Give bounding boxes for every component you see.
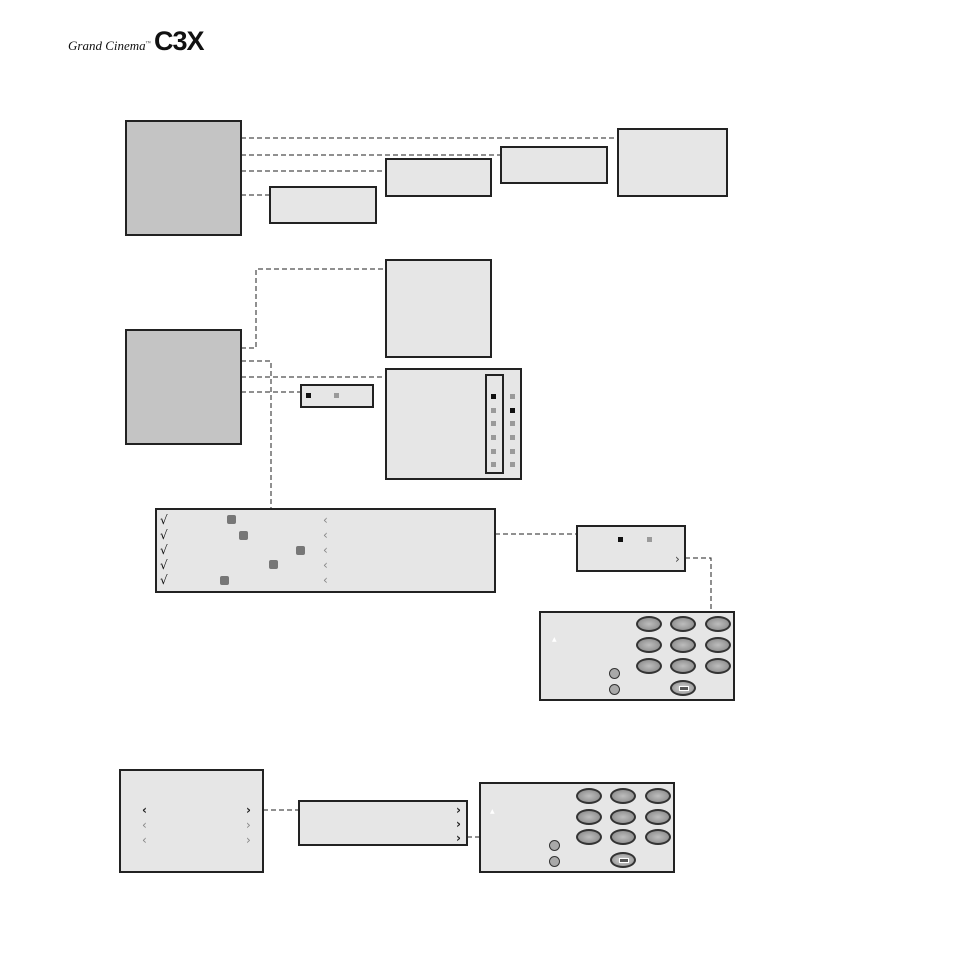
chevron-right-icon: › — [456, 803, 461, 817]
keypad-button[interactable] — [576, 788, 602, 804]
selected-indicator — [491, 394, 496, 399]
connector — [241, 360, 272, 509]
enter-button[interactable] — [610, 852, 636, 868]
check-icon: √ — [160, 543, 168, 557]
option-indicator — [510, 449, 515, 454]
chevron-left-icon: ‹ — [323, 558, 328, 572]
option-indicator — [510, 421, 515, 426]
option-marker — [296, 546, 305, 555]
round-button[interactable] — [609, 684, 620, 695]
keypad-button[interactable] — [705, 616, 731, 632]
menu-panel — [500, 146, 608, 184]
menu-panel — [385, 259, 492, 358]
chevron-left-icon: ‹ — [142, 833, 147, 847]
selected-indicator — [306, 393, 311, 398]
selected-indicator — [618, 537, 623, 542]
keypad-button[interactable] — [645, 829, 671, 845]
chevron-right-icon: › — [246, 833, 251, 847]
keypad-button[interactable] — [645, 809, 671, 825]
keypad-panel: ▲ — [539, 611, 735, 701]
keypad-button[interactable] — [610, 829, 636, 845]
round-button[interactable] — [609, 668, 620, 679]
menu-panel: › — [576, 525, 686, 572]
option-indicator — [491, 435, 496, 440]
check-icon: √ — [160, 513, 168, 527]
option-indicator — [647, 537, 652, 542]
option-marker — [227, 515, 236, 524]
menu-panel: ‹ ‹ ‹ › › › — [119, 769, 264, 873]
check-icon: √ — [160, 528, 168, 542]
chevron-left-icon: ‹ — [142, 818, 147, 832]
keypad-button[interactable] — [636, 616, 662, 632]
triangle-icon: ▲ — [490, 808, 495, 815]
keypad-button[interactable] — [636, 637, 662, 653]
keypad-button[interactable] — [670, 658, 696, 674]
menu-panel — [125, 329, 242, 445]
option-marker — [269, 560, 278, 569]
keypad-button[interactable] — [576, 809, 602, 825]
option-marker — [220, 576, 229, 585]
enter-button[interactable] — [670, 680, 696, 696]
keypad-button[interactable] — [670, 637, 696, 653]
triangle-icon: ▲ — [552, 636, 557, 643]
option-marker — [239, 531, 248, 540]
menu-panel: › › › — [298, 800, 468, 846]
option-indicator — [491, 421, 496, 426]
selected-indicator — [510, 408, 515, 413]
keypad-button[interactable] — [576, 829, 602, 845]
selector-frame — [485, 374, 504, 474]
logo-script: Grand Cinema™ — [68, 38, 151, 53]
chevron-left-icon: ‹ — [323, 513, 328, 527]
menu-panel — [300, 384, 374, 408]
menu-panel — [617, 128, 728, 197]
keypad-button[interactable] — [705, 637, 731, 653]
keypad-button[interactable] — [610, 788, 636, 804]
logo-mark: C3X — [154, 26, 205, 56]
option-indicator — [510, 435, 515, 440]
menu-panel — [125, 120, 242, 236]
round-button[interactable] — [549, 840, 560, 851]
keypad-button[interactable] — [610, 809, 636, 825]
chevron-left-icon: ‹ — [323, 573, 328, 587]
check-icon: √ — [160, 558, 168, 572]
chevron-left-icon: ‹ — [323, 528, 328, 542]
option-indicator — [491, 462, 496, 467]
check-icon: √ — [160, 573, 168, 587]
option-indicator — [510, 394, 515, 399]
chevron-right-icon: › — [456, 831, 461, 845]
option-indicator — [491, 408, 496, 413]
menu-panel — [385, 368, 522, 480]
connector — [685, 557, 712, 612]
keypad-button[interactable] — [670, 616, 696, 632]
menu-panel — [385, 158, 492, 197]
keypad-button[interactable] — [645, 788, 671, 804]
keypad-button[interactable] — [705, 658, 731, 674]
chevron-right-icon: › — [456, 817, 461, 831]
keypad-button[interactable] — [636, 658, 662, 674]
connector — [241, 268, 385, 349]
keypad-panel: ▲ — [479, 782, 675, 873]
option-indicator — [334, 393, 339, 398]
menu-panel: √ √ √ √ √ ‹ ‹ ‹ ‹ ‹ — [155, 508, 496, 593]
option-indicator — [510, 462, 515, 467]
chevron-right-icon: › — [246, 803, 251, 817]
option-indicator — [491, 449, 496, 454]
chevron-left-icon: ‹ — [142, 803, 147, 817]
menu-panel — [269, 186, 377, 224]
chevron-right-icon: › — [675, 552, 680, 566]
chevron-right-icon: › — [246, 818, 251, 832]
round-button[interactable] — [549, 856, 560, 867]
chevron-left-icon: ‹ — [323, 543, 328, 557]
